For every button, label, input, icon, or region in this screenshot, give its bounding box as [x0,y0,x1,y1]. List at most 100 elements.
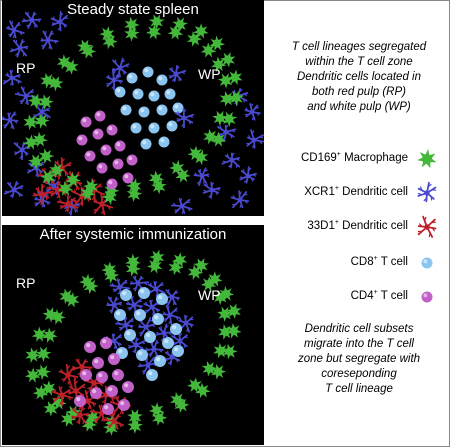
cd4-t-cell [92,357,104,369]
caption-line: and white pulp (WP) [307,101,411,113]
cd4-t-cell [100,144,112,156]
cd4-t-cell [80,116,92,128]
cd8-t-cell [148,122,160,134]
macrophage-cell [80,43,97,59]
macrophage-cell [38,148,55,165]
cd4-t-cell [76,134,88,146]
33d1-dendritic-cell [32,183,54,206]
steady-state-illustration [2,0,264,216]
xcr1-dendritic-cell [147,280,166,297]
cd8-t-cell [156,74,168,86]
macrophage-cell [218,324,234,340]
caption-line: migrate into the T cell [304,338,414,350]
macrophage-cell [23,134,39,150]
cd4-t-cell [96,371,108,383]
cd8-t-cell [126,72,138,84]
macrophage-cell [171,252,188,268]
macrophage-cell [49,162,65,179]
red-pulp-label-bottom: RP [16,275,36,291]
xcr1-dendritic-cell [40,30,59,50]
xcr1-dendritic-cell [170,197,193,214]
macrophage-icon-shape [417,149,437,169]
macrophage-cell [32,384,49,401]
cd8-t-cell [120,104,132,116]
xcr1-dendritic-cell [2,111,19,130]
legend-label: XCR1 [304,185,335,198]
cd4-icon-shape [421,291,433,303]
steady-state-caption: T cell lineages segregated within the T … [270,40,448,115]
legend-label: CD8 [350,255,374,268]
legend-xcr1: XCR1+ Dendritic cell [268,180,448,206]
macrophage-cell [172,16,188,33]
macrophage-cell [150,178,167,195]
immunization-title: After systemic immunization [39,226,227,243]
cd8-t-cell [166,120,178,132]
cd8-t-cell [144,331,156,343]
xcr1-dendritic-cell [6,20,25,39]
cd4-t-cell [92,128,104,140]
cd4-t-cell [80,369,92,381]
cd8-t-cell [170,323,182,335]
macrophage-cell [127,409,143,425]
steady-state-panel: Steady state spleen RP WP [2,0,264,216]
macrophage-cell [217,306,233,323]
legend-label: CD169 [300,151,337,164]
cd8-t-cell [156,293,168,305]
cd8-t-cell [130,122,142,134]
immunization-caption: Dendritic cell subsets migrate into the … [270,322,448,397]
xcr1-dendritic-cell [155,323,173,343]
xcr1-dendritic-cell [217,124,237,143]
macrophage-icon [417,149,437,169]
macrophage-cell [168,259,184,276]
macrophage-cell [125,260,142,277]
cd8-t-cell [140,138,152,150]
xcr1-dendritic-cell [14,86,37,105]
macrophage-cell [42,306,59,323]
cd8-t-cell [158,136,170,148]
xcr1-dendritic-cell [230,190,250,209]
xcr1-dendritic-cell [162,304,181,326]
xcr1-dendritic-cell [168,64,187,83]
xcr1-dendritic-cell [239,166,257,184]
macrophage-cell [187,264,204,281]
macrophage-cell [187,145,204,162]
macrophage-cell [186,31,203,47]
macrophage-cell [203,128,219,145]
macrophage-cell [195,382,211,399]
cd4-t-cell [112,369,124,381]
xcr1-dendritic-cell [143,299,161,316]
white-pulp-label-top: WP [198,66,221,82]
macrophage-cell [103,268,120,284]
xcr1-dendritic-cell [106,69,123,91]
macrophage-cell [31,326,48,342]
xcr1-dendritic-cell [125,294,143,314]
macrophage-cell [201,361,218,377]
caption-line: both red pulp (RP) [312,86,406,98]
cd8-t-cell [164,88,176,100]
cd4-t-cell [90,387,102,399]
macrophage-cell [211,56,227,73]
caption-line: T cell lineages segregated [291,41,427,53]
macrophage-cell [221,111,238,127]
xcr1-dendritic-cell [193,167,210,186]
cd4-t-cell [106,178,118,190]
macrophage-cell [126,186,143,202]
cd4-t-cell [108,353,120,365]
macrophage-cell [124,26,140,42]
macrophage-cell [23,114,39,130]
macrophage-cell [225,303,242,320]
xcr1-dendritic-cell [161,289,180,306]
macrophage-cell [25,347,41,364]
macrophage-cell [28,154,44,170]
macrophage-cell [212,110,228,127]
xcr1-dendritic-cell [128,337,146,354]
macrophage-cell [217,73,234,89]
macrophage-cell [57,180,74,196]
xcr1-dendritic-cell [21,11,42,29]
xcr1-dendritic-cell [109,278,131,296]
cd8-t-cell [148,90,160,102]
cd4-t-cell [84,341,96,353]
steady-state-title: Steady state spleen [67,1,199,18]
xcr1-dendritic-cell [202,181,221,199]
legend-label: 33D1 [307,219,335,232]
